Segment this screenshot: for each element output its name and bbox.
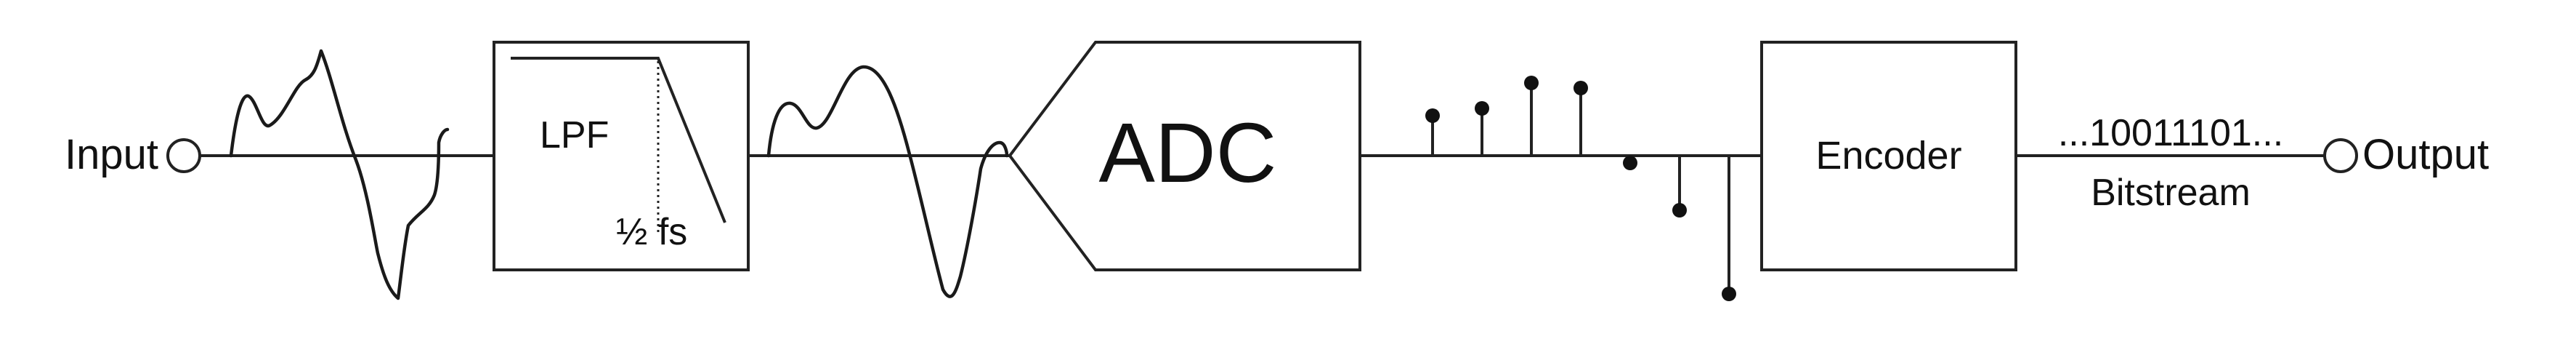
bitstream-bits-label: ...10011101... (2058, 112, 2283, 154)
sample-point (1475, 101, 1489, 116)
lpf-label: LPF (540, 114, 609, 156)
sample-point (1672, 203, 1687, 218)
encoder-label: Encoder (1815, 134, 1961, 178)
encoder-block (1760, 41, 2017, 271)
input-label: Input (65, 131, 158, 178)
sample-point (1425, 108, 1440, 123)
sample-point (1524, 76, 1539, 90)
output-label: Output (2362, 131, 2489, 178)
output-terminal (2323, 138, 2358, 173)
adc-label: ADC (1099, 105, 1277, 200)
sample-point (1573, 81, 1588, 95)
analog-waveform-input (229, 49, 450, 300)
input-terminal (166, 138, 201, 173)
bitstream-label: Bitstream (2091, 172, 2251, 214)
sample-point (1623, 156, 1637, 170)
sample-point (1722, 287, 1736, 301)
lpf-response-curve (511, 57, 726, 223)
lpf-block (493, 41, 750, 271)
analog-waveform-filtered (766, 65, 1009, 298)
lpf-cutoff-label: ½ fs (616, 211, 687, 253)
